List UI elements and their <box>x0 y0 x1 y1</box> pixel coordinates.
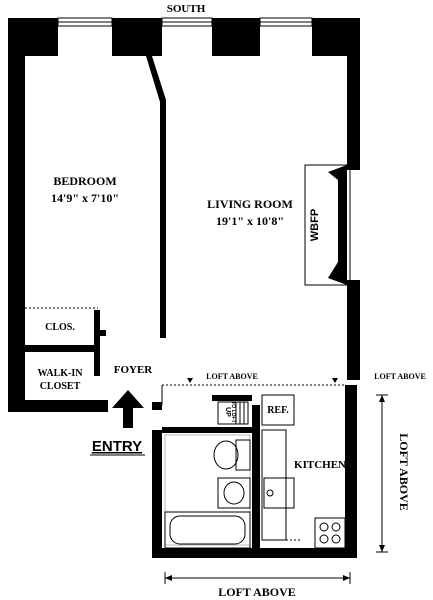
bedroom-name: BEDROOM <box>53 174 116 188</box>
kitchen-label: KITCHEN <box>294 459 346 471</box>
south-windows <box>57 17 313 27</box>
loft-dimension-right <box>376 394 388 553</box>
living-room-dims: 19'1" x 10'8" <box>216 214 284 228</box>
bedroom-partition <box>146 56 166 338</box>
kitchen-fixtures <box>261 394 346 549</box>
closets <box>25 307 108 412</box>
bedroom-dims: 14'9" x 7'10" <box>51 191 119 205</box>
walk-in-closet-label-1: WALK-IN <box>37 368 83 379</box>
loft-above-label-side: LOFT ABOVE <box>397 433 411 510</box>
living-room-name: LIVING ROOM <box>207 197 293 211</box>
loft-above-label-left: LOFT ABOVE <box>206 372 258 381</box>
loft-dimension-bottom <box>164 572 351 584</box>
foyer-label: FOYER <box>114 364 154 376</box>
loft-lines <box>152 384 345 410</box>
bathroom <box>162 427 251 549</box>
closet-label: CLOS. <box>45 322 75 333</box>
loft-arrow-right-icon <box>332 378 338 383</box>
loft-arrow-left-icon <box>187 378 193 383</box>
entry-arrow-icon <box>112 390 144 428</box>
stairs-to-loft-label: TO LOFT <box>230 401 236 422</box>
stairs-up-label: UP <box>224 407 231 417</box>
walk-in-closet-label-2: CLOSET <box>40 381 81 392</box>
fireplace-label: WBFP <box>309 209 321 241</box>
exterior-walls <box>8 18 360 558</box>
fireplace-outline <box>304 164 351 286</box>
loft-above-label-bottom: LOFT ABOVE <box>218 585 295 599</box>
compass-south-label: SOUTH <box>167 3 206 15</box>
refrigerator-label: REF. <box>267 405 289 416</box>
entry-label: ENTRY <box>92 438 142 455</box>
stairs-to-loft <box>206 395 252 433</box>
loft-above-label-right: LOFT ABOVE <box>374 372 426 381</box>
